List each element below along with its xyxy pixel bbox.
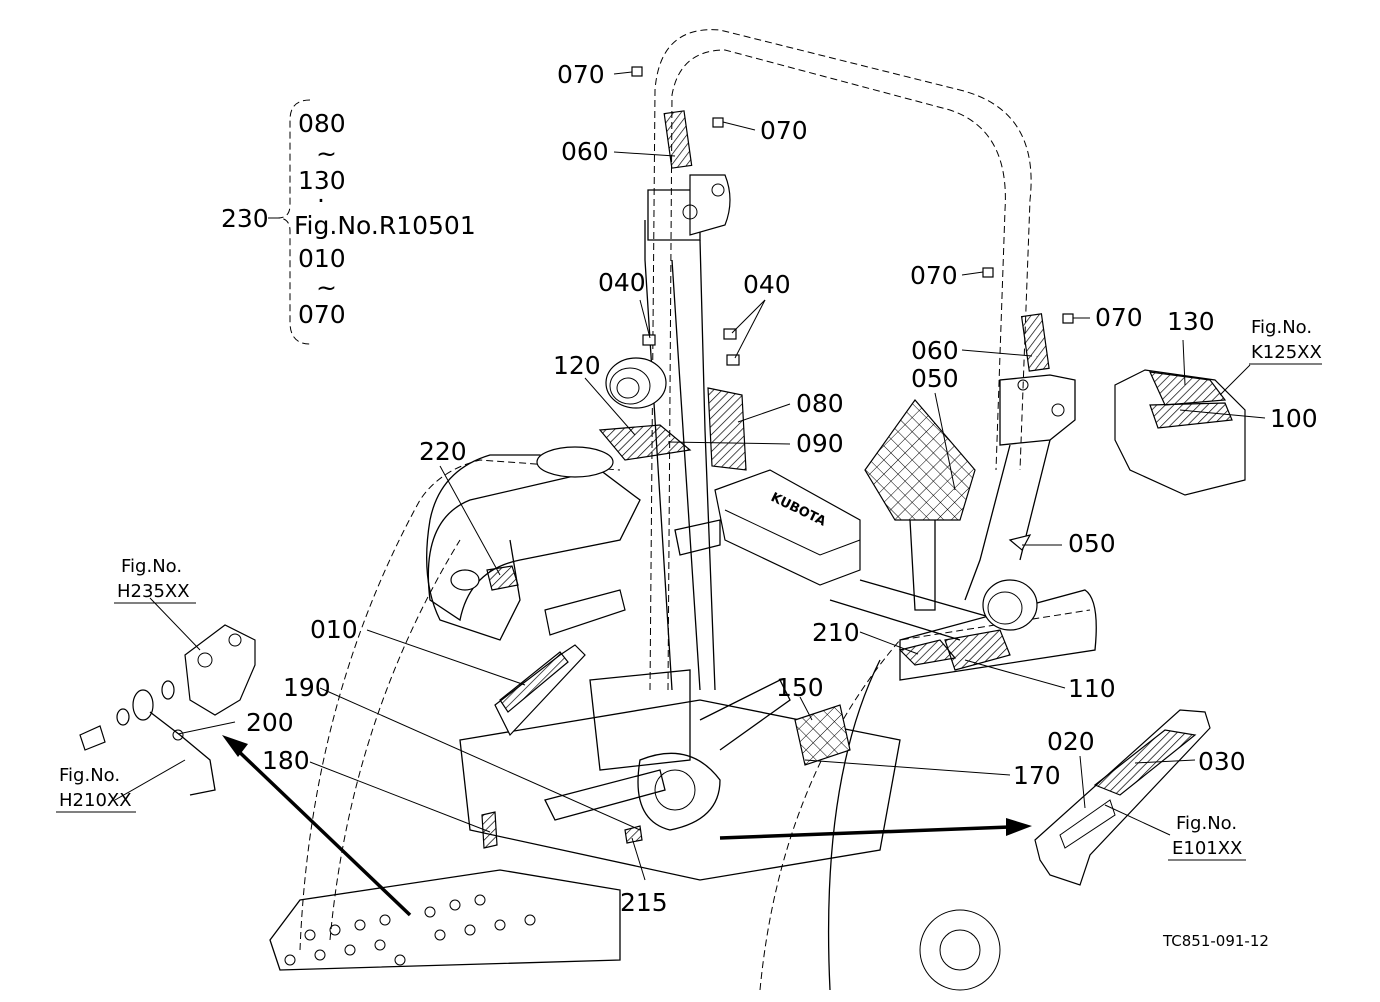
figure-references: Fig.No. K125XX Fig.No. H235XX Fig.No. H2… [56,317,1322,861]
callout-220: 220 [419,437,467,466]
part-070-c [982,267,994,278]
svg-text:H235XX: H235XX [117,581,190,602]
part-050-screen [864,399,976,521]
callout-200: 200 [246,708,294,737]
callout-070-c: 070 [910,261,958,290]
callout-170: 170 [1013,761,1061,790]
callout-090: 090 [796,429,844,458]
part-080-decal [707,387,747,471]
part-120-beacon [605,357,667,409]
group-range-start-1: 080 [298,109,346,138]
part-130-decal [1149,371,1227,406]
callout-060-b: 060 [911,336,959,365]
svg-text:E101XX: E101XX [1172,838,1242,859]
group-fig-ref: Fig.No.R10501 [294,211,476,240]
part-180-decal [481,811,498,849]
fig-ref-h210: Fig.No. H210XX [56,765,136,813]
part-040-c [726,354,740,366]
part-070-b [712,117,724,128]
group-tilde-1: ~ [316,139,337,168]
callout-180: 180 [262,746,310,775]
assembly-group-230: 230 080 ~ 130 · Fig.No.R10501 010 ~ 070 [221,99,476,345]
part-060-a [663,110,693,169]
callout-070-b: 070 [760,116,808,145]
callout-010: 010 [310,615,358,644]
machine-linework: KUBOTA [269,29,1097,991]
callout-210: 210 [812,618,860,647]
part-050-clip [1008,534,1032,551]
part-040-a [642,334,656,346]
group-range-start-2: 010 [298,244,346,273]
decal-parts [79,66,1246,886]
valve-h235 [184,624,256,716]
svg-text:Fig.No.: Fig.No. [59,765,120,786]
callout-050-b: 050 [1068,529,1116,558]
part-090-decal [598,424,692,461]
part-215-decal [624,825,643,844]
part-040-b [723,328,737,340]
direction-arrows [222,735,1032,917]
part-070-a [631,66,643,77]
callout-190: 190 [283,673,331,702]
svg-text:Fig.No.: Fig.No. [1251,317,1312,338]
svg-text:Fig.No.: Fig.No. [1176,813,1237,834]
group-range-end-1: 130 [298,166,346,195]
leader-lines [114,71,1266,881]
fig-ref-k125: Fig.No. K125XX [1249,317,1322,365]
part-beacon-right [982,579,1038,631]
callout-130: 130 [1167,307,1215,336]
group-number: 230 [221,204,269,233]
deck-holes [284,894,536,966]
drawing-code: TC851-091-12 [1162,932,1269,950]
callout-040-b: 040 [743,270,791,299]
svg-text:H210XX: H210XX [59,790,132,811]
callout-070-a: 070 [557,60,605,89]
part-110-decal [944,629,1011,671]
callout-215: 215 [620,888,668,917]
callout-070-d: 070 [1095,303,1143,332]
callout-040-a: 040 [598,268,646,297]
callout-120: 120 [553,351,601,380]
callout-labels: 070 070 060 070 070 060 040 040 120 080 … [246,60,1318,917]
callout-020: 020 [1047,727,1095,756]
part-060-b [1020,313,1050,372]
callout-100: 100 [1270,404,1318,433]
svg-text:K125XX: K125XX [1251,342,1322,363]
part-070-d [1062,313,1074,324]
callout-050-a: 050 [911,364,959,393]
fig-ref-h235: Fig.No. H235XX [114,556,196,604]
group-separator: · [317,186,325,215]
callout-080: 080 [796,389,844,418]
callout-030: 030 [1198,747,1246,776]
fig-ref-e101: Fig.No. E101XX [1168,813,1246,861]
callout-150: 150 [776,673,824,702]
group-tilde-2: ~ [316,273,337,302]
callout-060-a: 060 [561,137,609,166]
part-150-plate [794,704,851,766]
svg-text:Fig.No.: Fig.No. [121,556,182,577]
callout-110: 110 [1068,674,1116,703]
part-220-decal [486,565,519,591]
fitting-washer [132,689,154,721]
group-range-end-2: 070 [298,300,346,329]
